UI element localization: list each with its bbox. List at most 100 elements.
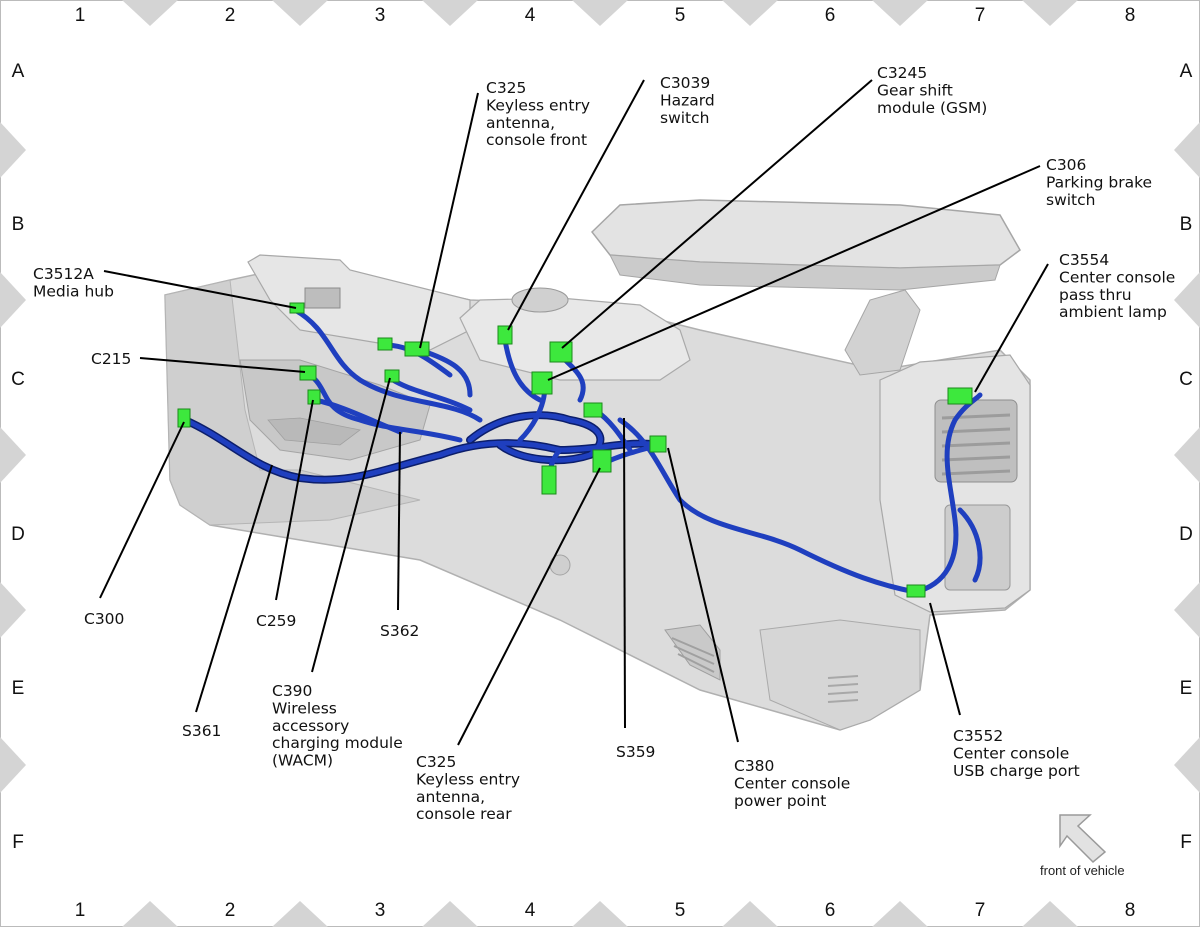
callout-c3554-line: pass thru bbox=[1059, 286, 1132, 304]
connector-c259 bbox=[307, 389, 321, 405]
callout-c390-line: accessory bbox=[272, 717, 349, 735]
callout-c3552-line: USB charge port bbox=[953, 762, 1080, 780]
leader-c3512a bbox=[103, 270, 297, 309]
connector-c325-front-b bbox=[404, 341, 430, 357]
grid-column-top-8: 8 bbox=[1125, 5, 1136, 26]
grid-row-right-E: E bbox=[1180, 678, 1193, 699]
grid-column-top-4: 4 bbox=[525, 5, 536, 26]
grid-column-bottom-3: 3 bbox=[375, 900, 386, 921]
wiring-harness bbox=[177, 302, 983, 598]
leader-c215 bbox=[139, 357, 306, 373]
callout-c380-line: power point bbox=[734, 792, 826, 810]
grid-row-left-C: C bbox=[11, 369, 25, 390]
border-marker-bottom bbox=[722, 901, 778, 927]
callout-s361-line: S361 bbox=[182, 722, 221, 740]
border-marker-left bbox=[0, 582, 26, 638]
leader-lines bbox=[99, 79, 1049, 746]
side-grille-slats bbox=[671, 637, 715, 673]
leader-s361 bbox=[195, 464, 273, 713]
border-marker-bottom bbox=[872, 901, 928, 927]
border-marker-right bbox=[1174, 427, 1200, 483]
callout-c325-front-line: C325 bbox=[486, 79, 526, 97]
connector-c380 bbox=[649, 435, 667, 453]
armrest-side bbox=[609, 254, 1001, 291]
grid-column-bottom-1: 1 bbox=[75, 900, 86, 921]
grid-column-bottom-8: 8 bbox=[1125, 900, 1136, 921]
grid-row-right-C: C bbox=[1179, 369, 1193, 390]
callout-s362: S362 bbox=[380, 622, 419, 640]
leader-c259 bbox=[275, 399, 314, 601]
leader-c325-front bbox=[419, 92, 479, 349]
callout-c3245-line: C3245 bbox=[877, 64, 927, 82]
border-marker-top bbox=[272, 0, 328, 26]
callout-c300: C300 bbox=[84, 610, 124, 628]
callout-c215: C215 bbox=[91, 350, 131, 368]
border-marker-bottom bbox=[122, 901, 178, 927]
callout-c325-front-line: console front bbox=[486, 131, 587, 149]
callout-s359: S359 bbox=[616, 743, 655, 761]
connector-c3039 bbox=[497, 325, 513, 345]
callout-c325-rear-line: antenna, bbox=[416, 788, 485, 806]
armrest-lid bbox=[590, 199, 1021, 269]
leader-c3552 bbox=[929, 602, 961, 716]
callout-c380-line: Center console bbox=[734, 774, 850, 792]
callout-s359-line: S359 bbox=[616, 743, 655, 761]
grid-column-bottom-4: 4 bbox=[525, 900, 536, 921]
callout-c390-line: Wireless bbox=[272, 699, 337, 717]
callout-c3039-line: C3039 bbox=[660, 74, 710, 92]
leader-s362 bbox=[397, 431, 401, 611]
callout-c3039-line: Hazard bbox=[660, 91, 715, 109]
leader-c390 bbox=[311, 377, 391, 673]
callout-c3552-line: C3552 bbox=[953, 727, 1003, 745]
border-marker-left bbox=[0, 122, 26, 178]
leader-c325-rear bbox=[457, 467, 601, 746]
connector-c306 bbox=[531, 371, 553, 395]
leader-c380 bbox=[667, 447, 739, 743]
border-marker-left bbox=[0, 272, 26, 328]
callout-c325-rear-line: console rear bbox=[416, 805, 512, 823]
callout-c306-line: C306 bbox=[1046, 156, 1086, 174]
connector-s359 bbox=[583, 402, 603, 418]
grid-column-top-3: 3 bbox=[375, 5, 386, 26]
callout-c3554-line: ambient lamp bbox=[1059, 303, 1167, 321]
callout-c3245-line: Gear shift bbox=[877, 81, 953, 99]
border-marker-left bbox=[0, 737, 26, 793]
border-marker-right bbox=[1174, 582, 1200, 638]
border-marker-top bbox=[872, 0, 928, 26]
leader-s359 bbox=[623, 417, 626, 729]
grid-row-left-A: A bbox=[12, 61, 25, 82]
grid-row-right-A: A bbox=[1180, 61, 1193, 82]
border-marker-top bbox=[422, 0, 478, 26]
callout-c3554-line: Center console bbox=[1059, 268, 1175, 286]
connector-c215 bbox=[299, 365, 317, 381]
border-marker-bottom bbox=[422, 901, 478, 927]
grid-column-bottom-5: 5 bbox=[675, 900, 686, 921]
leader-c306 bbox=[547, 165, 1041, 381]
front-of-vehicle-indicator: front of vehicle bbox=[1040, 814, 1125, 878]
callout-c390-line: C390 bbox=[272, 682, 312, 700]
tray-grille bbox=[267, 417, 361, 446]
console-left-panel bbox=[164, 279, 421, 526]
border-marker-bottom bbox=[572, 901, 628, 927]
callout-c3039-line: switch bbox=[660, 109, 709, 127]
callout-s361: S361 bbox=[182, 722, 221, 740]
connector-c325-front-a bbox=[377, 337, 393, 351]
border-marker-top bbox=[572, 0, 628, 26]
lower-rear-grille bbox=[827, 675, 859, 703]
connector-c3512a bbox=[289, 302, 305, 314]
grid-column-top-1: 1 bbox=[75, 5, 86, 26]
border-marker-right bbox=[1174, 272, 1200, 328]
border-marker-top bbox=[1022, 0, 1078, 26]
grid-row-left-F: F bbox=[12, 832, 24, 853]
center-console-illustration bbox=[164, 199, 1031, 731]
